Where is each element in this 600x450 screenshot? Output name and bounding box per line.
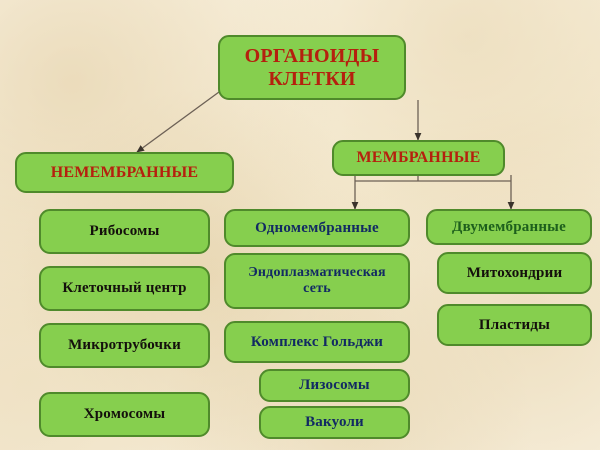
node-endoplasmic-reticulum[interactable]: Эндоплазматическая сеть [224, 253, 410, 309]
node-microtubules-label: Микротрубочки [68, 337, 181, 354]
node-endoplasmic-reticulum-line2: сеть [303, 281, 331, 296]
node-endoplasmic-reticulum-label: Эндоплазматическая сеть [248, 265, 386, 296]
node-double-membrane-label: Двумембранные [452, 218, 566, 235]
node-membrane-label: МЕМБРАННЫЕ [356, 149, 481, 167]
node-single-membrane-header[interactable]: Одномембранные [224, 209, 410, 247]
node-vacuoles[interactable]: Вакуоли [259, 406, 410, 439]
node-mitochondria-label: Митохондрии [466, 264, 563, 281]
node-mitochondria[interactable]: Митохондрии [437, 252, 592, 294]
node-non-membrane-header[interactable]: НЕМЕМБРАННЫЕ [15, 152, 234, 193]
node-ribosomes-label: Рибосомы [89, 223, 160, 240]
node-root-label-line2: КЛЕТКИ [268, 67, 356, 90]
node-microtubules[interactable]: Микротрубочки [39, 323, 210, 368]
node-root-organelles[interactable]: ОРГАНОИДЫ КЛЕТКИ [218, 35, 406, 100]
node-golgi-complex[interactable]: Комплекс Гольджи [224, 321, 410, 363]
node-chromosomes[interactable]: Хромосомы [39, 392, 210, 437]
node-golgi-complex-label: Комплекс Гольджи [250, 333, 384, 350]
node-single-membrane-label: Одномембранные [255, 219, 379, 236]
node-vacuoles-label: Вакуоли [305, 414, 364, 431]
node-plastids[interactable]: Пластиды [437, 304, 592, 346]
node-endoplasmic-reticulum-line1: Эндоплазматическая [248, 265, 386, 281]
node-double-membrane-header[interactable]: Двумембранные [426, 209, 592, 245]
connector-root-to-nonmembrane [136, 91, 220, 153]
node-root-label: ОРГАНОИДЫ КЛЕТКИ [245, 45, 380, 90]
node-lysosomes-label: Лизосомы [299, 377, 370, 394]
node-non-membrane-label: НЕМЕМБРАННЫЕ [50, 163, 199, 181]
node-chromosomes-label: Хромосомы [83, 406, 166, 423]
node-membrane-header[interactable]: МЕМБРАННЫЕ [332, 140, 505, 176]
node-ribosomes[interactable]: Рибосомы [39, 209, 210, 254]
node-lysosomes[interactable]: Лизосомы [259, 369, 410, 402]
node-root-label-line1: ОРГАНОИДЫ [244, 45, 380, 68]
node-plastids-label: Пластиды [478, 316, 551, 333]
node-cell-center-label: Клеточный центр [62, 280, 187, 297]
node-cell-center[interactable]: Клеточный центр [39, 266, 210, 311]
